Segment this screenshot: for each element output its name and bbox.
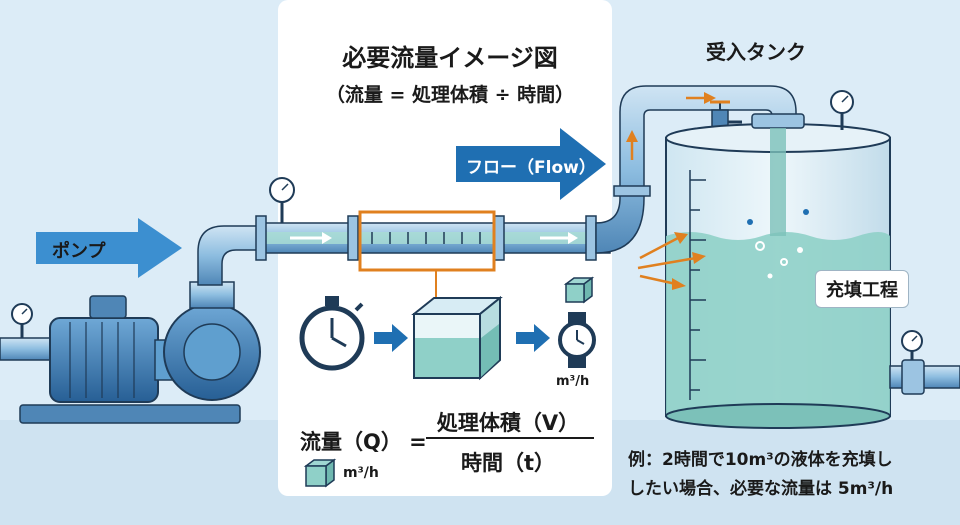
top-flow-arrow — [686, 92, 716, 104]
example-text: 例：2時間で10m³の液体を充填し したい場合、必要な流量は 5m³/h — [628, 446, 893, 504]
flange — [255, 215, 267, 261]
process-arrow — [374, 324, 408, 352]
volume-cube-icon — [411, 295, 503, 381]
formula-flow-rate: 流量（Q） = — [300, 430, 427, 454]
diagram-subtitle: （流量 = 処理体積 ÷ 時間） — [325, 84, 575, 106]
measurement-window — [358, 210, 496, 272]
flow-rate-unit-label: m³/h — [556, 374, 590, 389]
inlet-pipe — [0, 337, 56, 361]
formula-unit: m³/h — [343, 465, 379, 481]
pipe-liquid — [262, 232, 602, 244]
outlet-gauge-icon — [901, 330, 923, 360]
outlet-valve — [901, 359, 925, 395]
stopwatch-icon — [299, 296, 365, 371]
flow-arrow — [456, 128, 606, 200]
flange — [585, 215, 597, 261]
tank-top-gauge-icon — [830, 90, 854, 130]
pipe-pressure-gauge-icon — [269, 177, 295, 223]
unit-cube-icon — [303, 458, 337, 488]
outlet-pipe — [889, 365, 960, 389]
bubbles — [747, 209, 809, 279]
example-line-1: 例：2時間で10m³の液体を充填し — [628, 450, 893, 470]
pipe-flow-arrow — [290, 232, 332, 244]
pump-arrow — [36, 218, 182, 278]
diagram-title: 必要流量イメージ図 — [342, 44, 558, 72]
up-flow-arrow — [626, 130, 638, 160]
example-line-2: したい場合、必要な流量は 5m³/h — [628, 479, 894, 499]
flange — [613, 185, 651, 197]
formula-numerator: 処理体積（V） — [436, 411, 580, 435]
receiving-tank — [665, 113, 891, 429]
process-arrow — [516, 324, 550, 352]
inlet-pressure-gauge-icon — [11, 303, 33, 338]
flange — [347, 215, 359, 261]
filling-process-label: 充填工程 — [815, 270, 909, 308]
pump-casing — [163, 281, 261, 401]
wristwatch-icon — [558, 312, 596, 368]
pump-label: ポンプ — [52, 241, 106, 262]
fill-arrows — [637, 232, 706, 290]
flow-label: フロー（Flow） — [466, 158, 596, 178]
small-cube-icon — [563, 276, 595, 304]
pipe-flow-arrow — [540, 232, 578, 244]
tank-level-scale — [689, 170, 706, 400]
formula-denominator: 時間（t） — [460, 451, 556, 475]
tank-label: 受入タンク — [706, 40, 806, 64]
